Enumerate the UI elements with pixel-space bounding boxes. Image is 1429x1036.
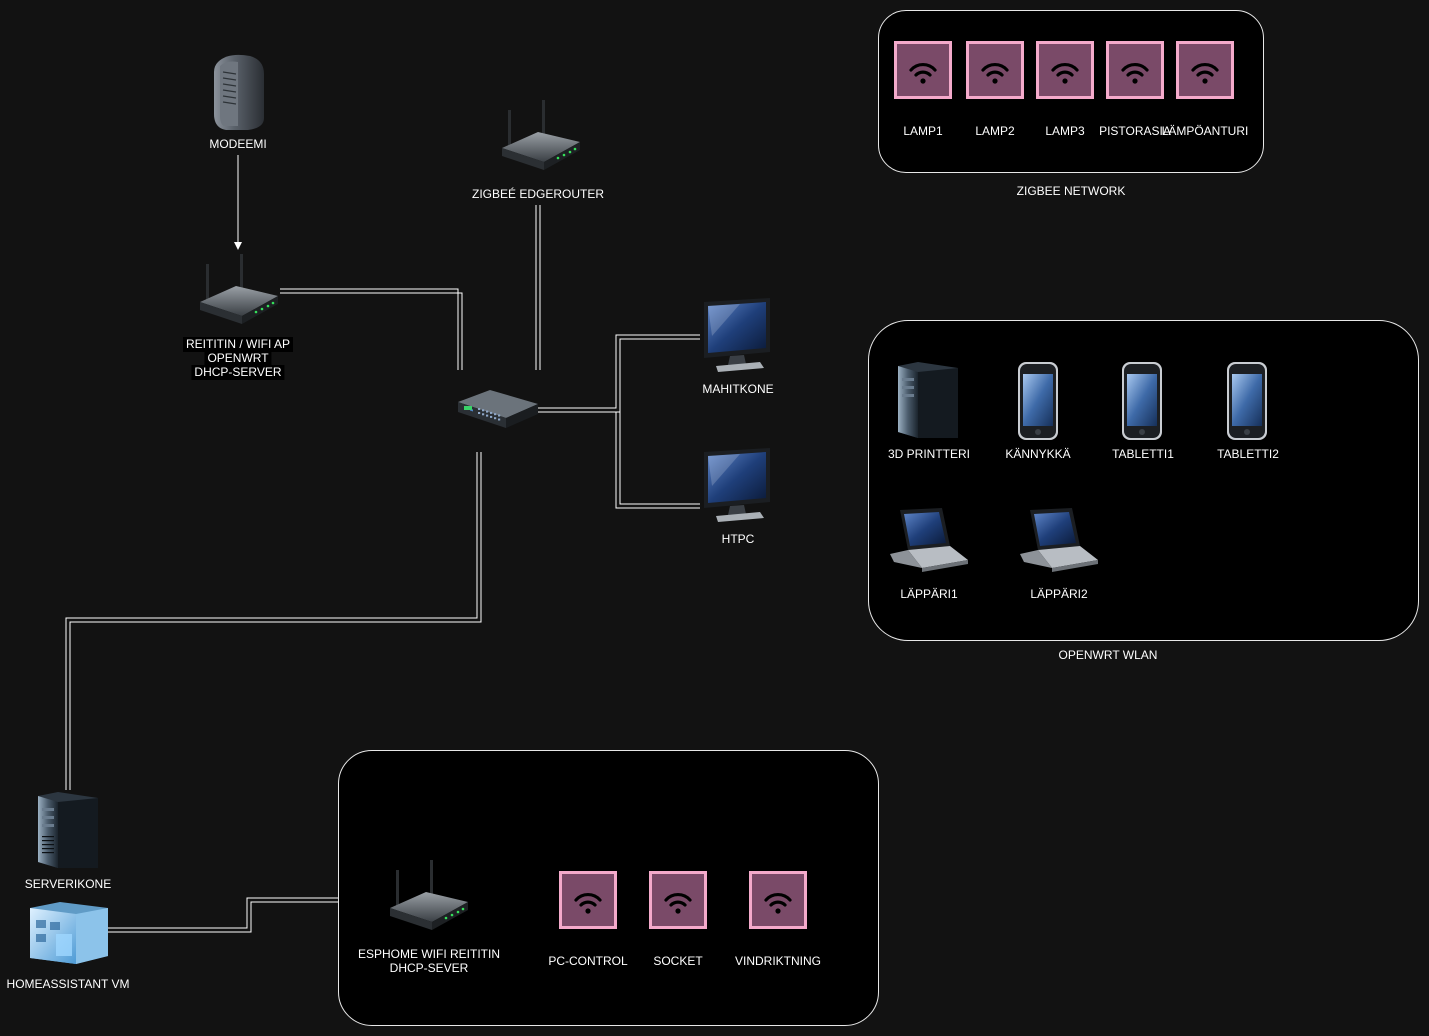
router-label-line2: OPENWRT xyxy=(204,351,272,366)
htpc-label: HTPC xyxy=(721,532,755,546)
esphome-router-label-line1: ESPHOME WIFI REITITIN xyxy=(357,947,501,961)
virtual-machine-icon[interactable] xyxy=(26,900,110,966)
zigbee-device-label: PISTORASIA xyxy=(1099,124,1171,138)
zigbee-lamp2-wifi-icon[interactable] xyxy=(966,41,1024,99)
router-label-line3: DHCP-SERVER xyxy=(191,365,285,380)
vm-to-esphome-link xyxy=(108,897,390,929)
network-switch-icon[interactable] xyxy=(456,384,540,432)
ha-vm-label: HOMEASSISTANT VM xyxy=(6,977,130,991)
esphome-device-label: SOCKET xyxy=(653,954,703,968)
switch-to-server-link xyxy=(65,452,478,790)
wlan-device-label: TABLETTI2 xyxy=(1217,447,1279,461)
esphome-router-icon[interactable] xyxy=(386,860,470,932)
switch-to-htpc-link xyxy=(615,412,700,509)
wlan-device-label: 3D PRINTTERI xyxy=(887,447,971,461)
desktop-label: MAHITKONE xyxy=(702,382,774,396)
router-to-switch-link xyxy=(280,288,459,370)
zigbee-edgerouter-label: ZIGBEÉ EDGEROUTER xyxy=(471,187,605,201)
wlan-device-label: TABLETTI1 xyxy=(1112,447,1174,461)
switch-to-desktop-link xyxy=(538,334,700,409)
router-label-line1: REITITIN / WIFI AP xyxy=(182,337,294,352)
server-label: SERVERIKONE xyxy=(24,877,112,891)
3d-printer-tower-icon[interactable] xyxy=(896,360,960,440)
wlan-device-label: LÄPPÄRI1 xyxy=(900,587,958,601)
zigbee-temp-sensor-wifi-icon[interactable] xyxy=(1176,41,1234,99)
esphome-router-label-line2: DHCP-SEVER xyxy=(389,961,469,975)
esphome-device-label: PC-CONTROL xyxy=(548,954,628,968)
desktop-monitor-icon[interactable] xyxy=(700,296,774,374)
zigbee-device-label: LAMP3 xyxy=(1045,124,1085,138)
esphome-vindriktning-wifi-icon[interactable] xyxy=(749,871,807,929)
laptop2-icon[interactable] xyxy=(1018,506,1100,576)
zigbee-edgerouter-icon[interactable] xyxy=(498,100,582,172)
phone-icon[interactable] xyxy=(1014,360,1062,442)
zigbee-device-label: LÄMPÖANTURI xyxy=(1161,124,1249,138)
zigbee-lamp3-wifi-icon[interactable] xyxy=(1036,41,1094,99)
openwrt-wlan-title: OPENWRT WLAN xyxy=(1058,648,1158,662)
tablet1-icon[interactable] xyxy=(1118,360,1166,442)
htpc-monitor-icon[interactable] xyxy=(700,446,774,524)
esphome-socket-wifi-icon[interactable] xyxy=(649,871,707,929)
laptop1-icon[interactable] xyxy=(888,506,970,576)
zigbee-network-title: ZIGBEE NETWORK xyxy=(1016,184,1126,198)
esphome-device-label: VINDRIKTNING xyxy=(734,954,822,968)
zigbee-socket-wifi-icon[interactable] xyxy=(1106,41,1164,99)
zigbee-lamp1-wifi-icon[interactable] xyxy=(894,41,952,99)
server-tower-icon[interactable] xyxy=(36,790,100,870)
wlan-device-label: LÄPPÄRI2 xyxy=(1030,587,1088,601)
tablet2-icon[interactable] xyxy=(1223,360,1271,442)
wlan-device-label: KÄNNYKKÄ xyxy=(1005,447,1071,461)
modem-icon[interactable] xyxy=(208,52,268,132)
esphome-pc-control-wifi-icon[interactable] xyxy=(559,871,617,929)
zigbee-device-label: LAMP2 xyxy=(975,124,1015,138)
modem-label: MODEEMI xyxy=(209,137,267,151)
router-icon[interactable] xyxy=(196,254,280,326)
zigbee-device-label: LAMP1 xyxy=(903,124,943,138)
